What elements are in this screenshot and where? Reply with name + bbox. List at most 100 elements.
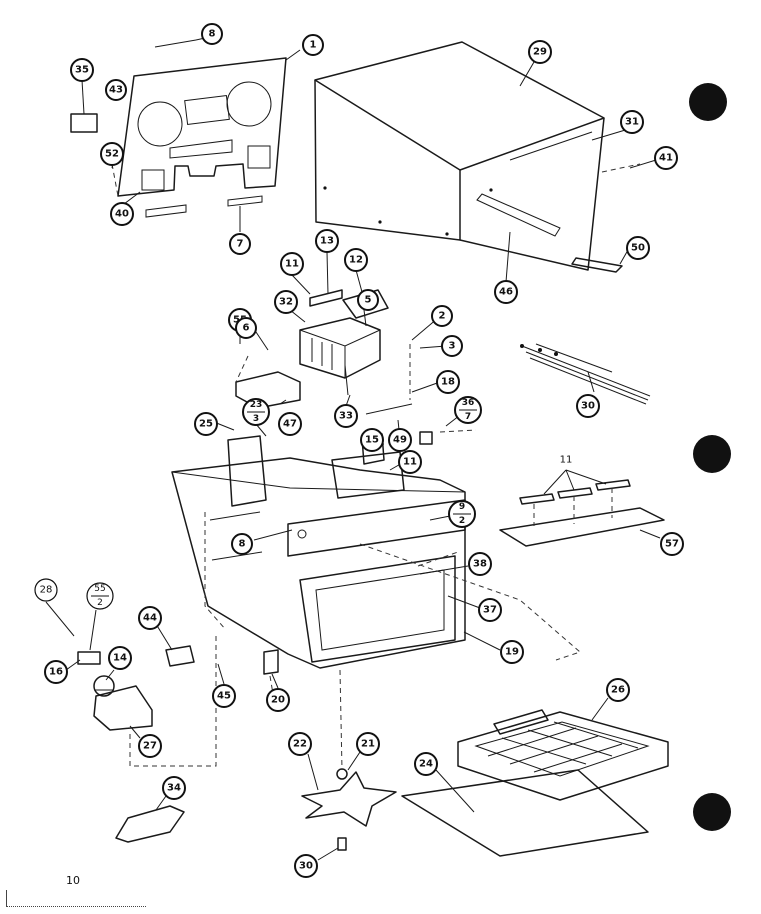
callout-21: 21 bbox=[356, 732, 380, 756]
svg-text:47: 47 bbox=[283, 419, 297, 430]
svg-text:11: 11 bbox=[285, 259, 299, 270]
callout-2: 2 bbox=[431, 305, 453, 327]
svg-text:44: 44 bbox=[143, 613, 157, 624]
callout-3: 3 bbox=[441, 335, 463, 357]
svg-text:2: 2 bbox=[97, 598, 103, 608]
callout-37: 37 bbox=[478, 598, 502, 622]
callout-40: 40 bbox=[110, 202, 134, 226]
clip-part bbox=[595, 479, 631, 491]
callout-43: 43 bbox=[105, 79, 127, 101]
svg-text:33: 33 bbox=[339, 411, 353, 422]
terminal-strip-part bbox=[365, 403, 413, 415]
svg-text:37: 37 bbox=[483, 605, 497, 616]
callout-7: 7 bbox=[229, 233, 251, 255]
svg-text:6: 6 bbox=[243, 323, 250, 334]
svg-text:35: 35 bbox=[75, 65, 89, 76]
svg-text:13: 13 bbox=[320, 236, 334, 247]
svg-text:31: 31 bbox=[625, 117, 639, 128]
svg-text:36: 36 bbox=[462, 398, 475, 408]
callout-28: 28 bbox=[34, 578, 58, 602]
svg-text:29: 29 bbox=[533, 47, 547, 58]
svg-text:20: 20 bbox=[271, 695, 285, 706]
svg-text:49: 49 bbox=[393, 435, 407, 446]
callout-47: 47 bbox=[278, 412, 302, 436]
svg-text:16: 16 bbox=[49, 667, 63, 678]
callout-30: 30 bbox=[294, 854, 318, 878]
callout-19: 19 bbox=[500, 640, 524, 664]
callout-34: 34 bbox=[162, 776, 186, 800]
callout-24: 24 bbox=[414, 752, 438, 776]
callout-16: 16 bbox=[44, 660, 68, 684]
callout-52: 52 bbox=[100, 142, 124, 166]
svg-text:25: 25 bbox=[199, 419, 213, 430]
callout-20: 20 bbox=[266, 688, 290, 712]
handle-part bbox=[115, 805, 185, 843]
svg-text:14: 14 bbox=[113, 653, 127, 664]
callout-9-over-2: 9 2 bbox=[448, 500, 476, 528]
registration-dot bbox=[689, 83, 727, 121]
registration-dot bbox=[693, 793, 731, 831]
callout-14: 14 bbox=[108, 646, 132, 670]
svg-text:27: 27 bbox=[143, 741, 157, 752]
callout-13: 13 bbox=[315, 229, 339, 253]
svg-text:3: 3 bbox=[449, 341, 456, 352]
mica-cover-part bbox=[499, 507, 665, 547]
callout-8: 8 bbox=[231, 533, 253, 555]
callout-55-over-2: 55 2 bbox=[86, 582, 114, 610]
svg-text:18: 18 bbox=[441, 377, 455, 388]
callout-35: 35 bbox=[70, 58, 94, 82]
svg-text:24: 24 bbox=[419, 759, 433, 770]
page-number: 10 bbox=[66, 874, 80, 887]
svg-text:22: 22 bbox=[293, 739, 307, 750]
svg-text:46: 46 bbox=[499, 287, 513, 298]
svg-text:45: 45 bbox=[217, 691, 231, 702]
svg-text:1: 1 bbox=[310, 40, 317, 51]
callout-49: 49 bbox=[388, 428, 412, 452]
wire-harness-part bbox=[520, 343, 651, 405]
svg-text:32: 32 bbox=[279, 297, 293, 308]
svg-text:9: 9 bbox=[459, 502, 465, 512]
svg-text:55: 55 bbox=[94, 584, 105, 594]
callout-38: 38 bbox=[468, 552, 492, 576]
callout-29: 29 bbox=[528, 40, 552, 64]
callout-41: 41 bbox=[654, 146, 678, 170]
svg-text:23: 23 bbox=[250, 400, 263, 410]
svg-text:57: 57 bbox=[665, 539, 679, 550]
callout-11: 11 bbox=[398, 450, 422, 474]
svg-text:30: 30 bbox=[581, 401, 595, 412]
svg-text:26: 26 bbox=[611, 685, 625, 696]
svg-text:50: 50 bbox=[631, 243, 645, 254]
outer-cabinet-part bbox=[314, 41, 623, 273]
glass-tray-part bbox=[401, 769, 649, 857]
svg-text:11: 11 bbox=[560, 455, 573, 466]
svg-text:38: 38 bbox=[473, 559, 487, 570]
callout-30: 30 bbox=[576, 394, 600, 418]
callout-25: 25 bbox=[194, 412, 218, 436]
svg-text:43: 43 bbox=[109, 85, 123, 96]
svg-text:19: 19 bbox=[505, 647, 519, 658]
control-panel-part bbox=[117, 39, 287, 218]
small-bracket-part bbox=[263, 649, 279, 675]
callout-12: 12 bbox=[344, 248, 368, 272]
callout-22: 22 bbox=[288, 732, 312, 756]
callout-26: 26 bbox=[606, 678, 630, 702]
svg-text:11: 11 bbox=[403, 457, 417, 468]
svg-text:2: 2 bbox=[459, 516, 465, 526]
assembly-lines bbox=[111, 163, 641, 771]
footer-tick bbox=[6, 890, 7, 906]
svg-text:3: 3 bbox=[253, 414, 259, 424]
callout-18: 18 bbox=[436, 370, 460, 394]
callout-11: 11 bbox=[280, 252, 304, 276]
bracket-part bbox=[235, 371, 301, 409]
svg-text:8: 8 bbox=[209, 29, 216, 40]
callout-44: 44 bbox=[138, 606, 162, 630]
oven-cavity-part bbox=[171, 435, 466, 669]
svg-text:40: 40 bbox=[115, 209, 129, 220]
registration-dot bbox=[693, 435, 731, 473]
callout-11-clips: 11 bbox=[560, 455, 573, 466]
svg-text:7: 7 bbox=[237, 239, 244, 250]
leader-lines bbox=[45, 37, 661, 861]
callout-31: 31 bbox=[620, 110, 644, 134]
svg-text:30: 30 bbox=[299, 861, 313, 872]
